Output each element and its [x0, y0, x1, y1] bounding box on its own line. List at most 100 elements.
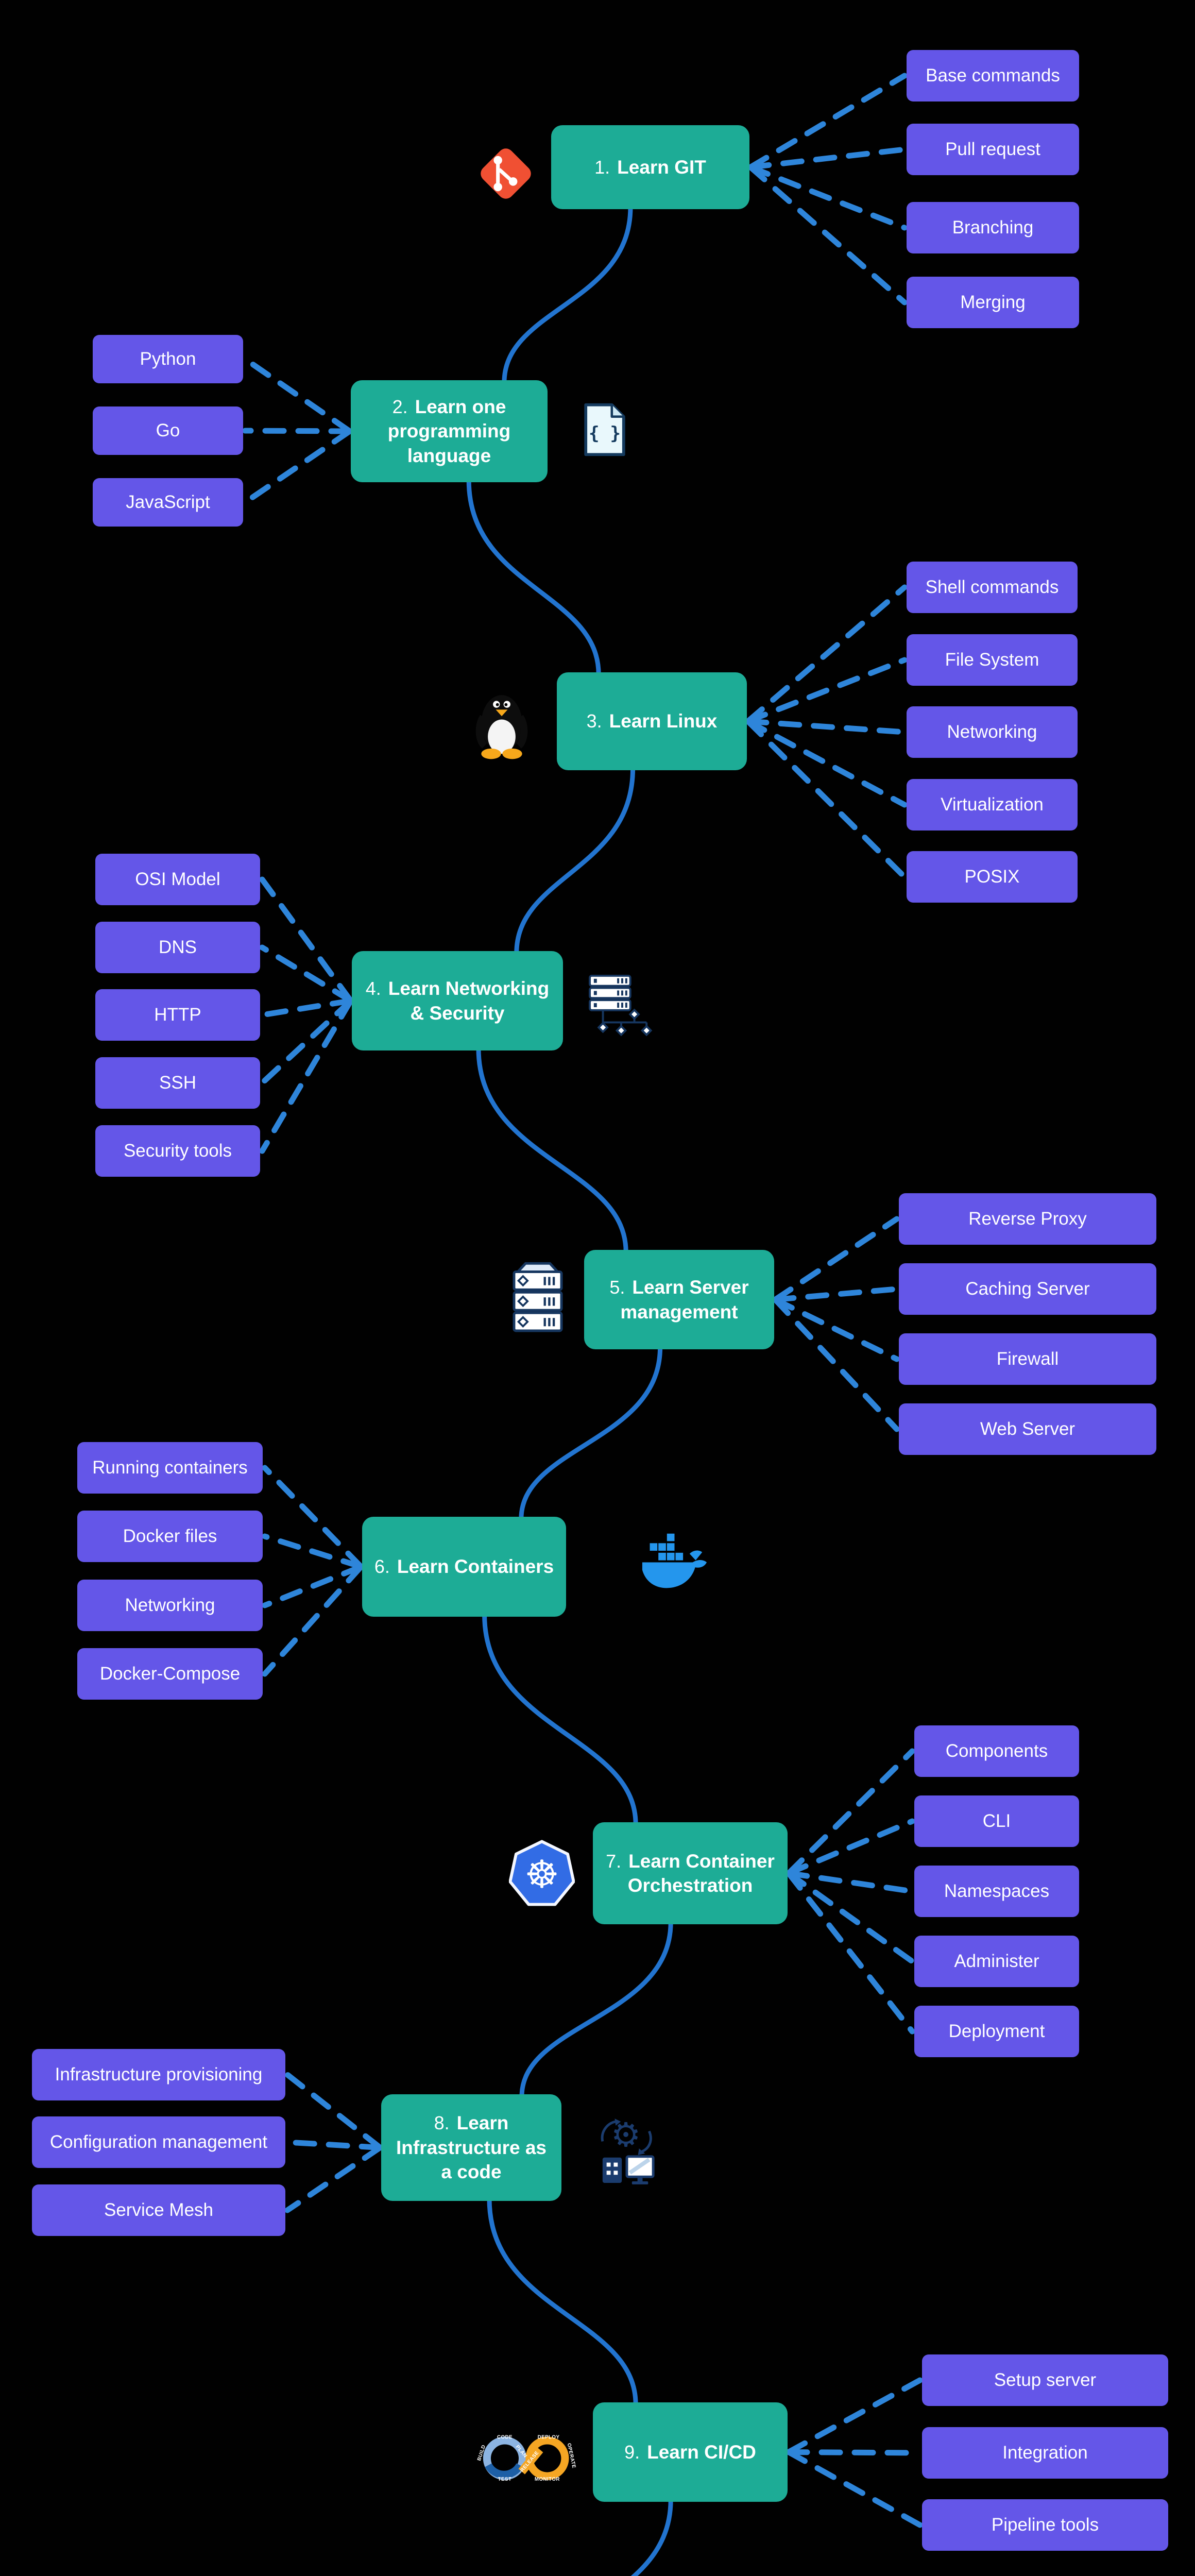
linux-tux-icon [469, 683, 535, 760]
topic-label: Merging [960, 292, 1026, 312]
dashed-connector [786, 1818, 915, 1876]
step-number: 4. [365, 978, 381, 999]
dashed-connector [772, 1286, 900, 1302]
dashed-connector [747, 164, 908, 231]
flow-curve [514, 766, 636, 956]
topic-label: Networking [125, 1595, 215, 1615]
topic-label: SSH [159, 1073, 196, 1093]
topic-label: Virtualization [941, 794, 1044, 815]
topic-label: Administer [954, 1951, 1039, 1971]
dashed-connector [745, 657, 908, 724]
topic-box: Components [914, 1725, 1079, 1777]
step-box-8: 8.Learn Infrastructure as a code [381, 2094, 561, 2201]
topic-label: Docker files [123, 1526, 217, 1546]
topic-label: Integration [1002, 2443, 1088, 2463]
step-box-3: 3.Learn Linux [557, 672, 747, 770]
topic-label: Components [945, 1741, 1048, 1761]
dashed-connector [284, 2145, 383, 2213]
topic-box: Networking [907, 706, 1078, 758]
svg-text:DEPLOY: DEPLOY [538, 2434, 560, 2440]
topic-label: Pipeline tools [991, 2515, 1099, 2535]
step-title: Learn Containers [397, 1556, 554, 1578]
topic-label: CLI [982, 1811, 1011, 1831]
dashed-connector [786, 1748, 915, 1876]
topic-box: Namespaces [914, 1866, 1079, 1917]
topic-label: Python [140, 349, 196, 369]
topic-label: Docker-Compose [99, 1664, 241, 1684]
topic-box: Python [93, 335, 243, 383]
step-text: 4.Learn Networking & Security [361, 976, 554, 1025]
topic-label: Security tools [123, 1141, 232, 1161]
dashed-connector [745, 718, 908, 808]
dashed-connector [786, 1870, 915, 1894]
topic-box: Networking [77, 1580, 263, 1631]
dashed-connector [745, 584, 908, 724]
dashed-connector [262, 1564, 364, 1677]
flow-curve [502, 205, 633, 385]
flow-curve [630, 2497, 673, 2576]
topic-box: Running containers [77, 1442, 263, 1494]
step-title: Learn Container Orchestration [627, 1850, 775, 1896]
topic-box: Docker files [77, 1511, 263, 1562]
code-file-icon: { } [581, 401, 628, 459]
kubernetes-icon: ☸ [509, 1839, 575, 1907]
dashed-connector [745, 718, 908, 880]
server-stack-icon [509, 1260, 567, 1338]
topic-box: Virtualization [907, 779, 1078, 831]
topic-box: Pipeline tools [922, 2499, 1168, 2551]
step-text: 2.Learn one programming language [360, 395, 538, 468]
step-text: 6.Learn Containers [374, 1554, 554, 1579]
topic-box: Setup server [922, 2354, 1168, 2406]
dashed-connector [747, 73, 908, 170]
step-box-6: 6.Learn Containers [362, 1517, 566, 1617]
step-number: 3. [586, 710, 602, 732]
dashed-connector [745, 718, 908, 735]
topic-label: Caching Server [965, 1279, 1090, 1299]
topic-box: DNS [95, 922, 260, 973]
topic-box: Security tools [95, 1125, 260, 1177]
dashed-connector [772, 1216, 900, 1302]
topic-box: Deployment [914, 2006, 1079, 2057]
topic-box: HTTP [95, 989, 260, 1041]
topic-box: CLI [914, 1795, 1079, 1847]
topic-box: POSIX [907, 851, 1078, 903]
topic-label: DNS [159, 937, 197, 957]
dashed-connector [284, 2072, 383, 2150]
step-title: Learn GIT [617, 156, 706, 178]
dashed-connector [786, 2449, 923, 2528]
topic-label: Pull request [945, 139, 1040, 159]
dashed-connector [262, 1564, 364, 1608]
topic-label: Networking [947, 722, 1037, 742]
topic-label: Namespaces [944, 1881, 1050, 1901]
topic-label: POSIX [964, 867, 1020, 887]
topic-box: Base commands [907, 50, 1079, 101]
topic-label: Reverse Proxy [968, 1209, 1087, 1229]
topic-box: Reverse Proxy [899, 1193, 1156, 1245]
step-box-9: 9.Learn CI/CD [593, 2402, 788, 2502]
topic-label: Web Server [980, 1419, 1076, 1439]
step-text: 3.Learn Linux [587, 709, 718, 733]
flow-curve [466, 478, 601, 677]
step-number: 2. [392, 396, 408, 417]
step-title: Learn one programming language [387, 396, 511, 466]
svg-text:TEST: TEST [498, 2477, 512, 2482]
step-text: 1.Learn GIT [594, 155, 706, 179]
dashed-connector [259, 876, 354, 1004]
dashed-connector [262, 1533, 364, 1570]
flow-curve [519, 1920, 673, 2099]
topic-box: Web Server [899, 1403, 1156, 1455]
topic-label: JavaScript [126, 492, 210, 512]
topic-box: SSH [95, 1057, 260, 1109]
topic-box: Service Mesh [32, 2184, 285, 2236]
flow-curve [482, 1612, 638, 1827]
git-icon [475, 142, 536, 205]
topic-label: HTTP [154, 1005, 201, 1025]
topic-box: Firewall [899, 1333, 1156, 1385]
topic-label: Infrastructure provisioning [55, 2064, 263, 2084]
topic-label: Service Mesh [104, 2200, 214, 2220]
step-box-7: 7.Learn Container Orchestration [593, 1822, 788, 1924]
topic-box: JavaScript [93, 478, 243, 527]
topic-label: Shell commands [925, 577, 1059, 597]
dashed-connector [259, 998, 354, 1086]
